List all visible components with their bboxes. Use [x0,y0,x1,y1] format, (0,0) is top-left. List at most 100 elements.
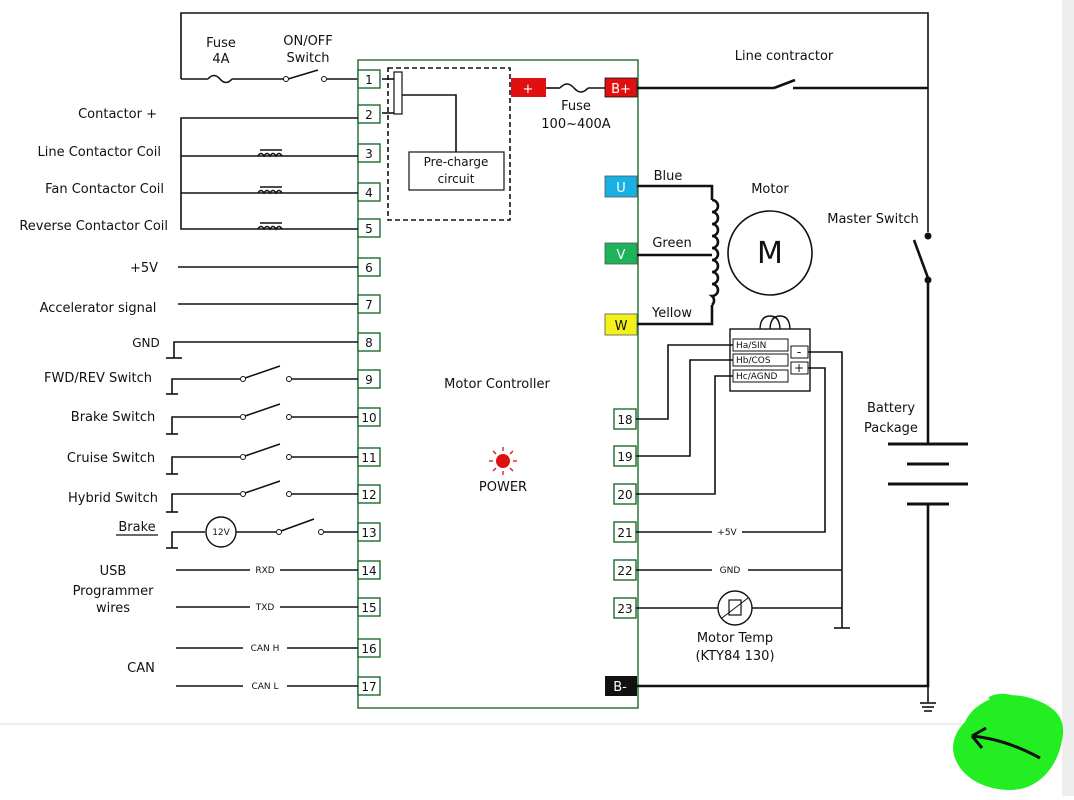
fan-coil-label: Fan Contactor Coil [45,182,164,197]
reverse-coil-symbol [257,222,283,231]
svg-text:13: 13 [361,526,376,540]
fuse-4a-symbol [207,74,233,84]
onoff-label: ON/OFF [283,34,333,49]
svg-text:Hb/COS: Hb/COS [736,356,771,366]
u-label: U [616,181,626,196]
u-phase-wire [637,184,714,200]
line-coil-symbol [257,149,283,158]
battery-label-2: Package [864,421,918,436]
pin-terminal: 5 [357,218,381,238]
svg-text:Ha/SIN: Ha/SIN [736,341,766,351]
sensor-minus-wire [808,351,843,628]
hybrid-switch: Hybrid Switch [68,480,358,513]
controller-title: Motor Controller [444,377,550,392]
switch-contact [283,76,289,82]
plus5v-label: +5V [130,261,158,276]
v-terminal [604,242,638,265]
plus-terminal-label: + [523,82,534,97]
svg-text:14: 14 [361,564,376,578]
sensor-gnd-label: GND [720,566,741,576]
can-label: CAN [127,661,155,676]
master-switch-label: Master Switch [827,212,919,227]
thermistor-icon [728,599,742,616]
pin-terminal: 16 [357,638,381,658]
main-fuse-rating: 100~400A [541,117,611,132]
svg-text:-: - [797,345,801,359]
pin-terminal: 15 [357,597,381,617]
sensor-gnd-label-bg [712,563,748,576]
power-led [489,447,517,475]
blue-label: Blue [654,169,683,184]
pin-terminal: 23 [613,597,637,619]
precharge-label: Pre-charge [424,155,489,169]
battery-symbol [888,442,968,506]
contactor-plus-label: Contactor + [78,107,157,122]
bplus-label: B+ [611,82,631,97]
svg-text:16: 16 [361,642,376,656]
contactor-common-wire [180,117,358,230]
left-pin-column: 1 2 3 4 5 6 7 8 9 10 11 12 13 14 15 16 1… [357,69,381,696]
svg-text:8: 8 [365,336,373,350]
pin-terminal: 13 [357,522,381,542]
right-pin-column: 18 19 20 21 22 23 [613,408,637,619]
svg-text:Brake: Brake [118,520,155,535]
svg-text:Brake Switch: Brake Switch [71,410,155,425]
reverse-coil-label: Reverse Contactor Coil [19,219,168,234]
can-l-label-bg [243,679,287,692]
w-label: W [615,319,628,334]
pin-terminal: 9 [357,369,381,389]
fan-coil-symbol [257,186,283,195]
motor-icon [727,210,813,296]
precharge-label-2: circuit [438,172,475,186]
hall-agnd-wire [636,375,733,495]
fuse-label: Fuse [206,36,236,51]
sensor-5v-wire [636,367,826,533]
motor-temp-label: Motor Temp [697,631,773,646]
pin-terminal: 12 [357,484,381,504]
power-label: POWER [479,480,527,495]
svg-text:9: 9 [365,373,373,387]
green-label: Green [652,236,691,251]
page-edge [1062,0,1074,796]
brake-switch: Brake Switch [71,403,358,435]
rxd-label-bg [250,563,280,576]
svg-text:21: 21 [617,526,632,540]
top-loop-wire [180,12,929,232]
svg-text:15: 15 [361,601,376,615]
arrow-icon [971,734,1041,760]
svg-text:19: 19 [617,450,632,464]
precharge-dashed-box [387,67,511,221]
svg-text:3: 3 [365,147,373,161]
wire-relay-precharge [402,94,457,152]
onoff-label-2: Switch [287,51,330,66]
svg-text:Hc/AGND: Hc/AGND [736,372,777,382]
pin-terminal: 17 [357,676,381,696]
svg-text:18: 18 [617,413,632,427]
fwd-rev-switch: FWD/REV Switch [44,365,358,395]
fuse-rating: 4A [212,52,229,67]
main-fuse-symbol [559,83,589,93]
switch-contact [321,76,327,82]
svg-text:4: 4 [365,186,373,200]
thermistor-slash [721,597,749,619]
precharge-relay [393,71,403,115]
onoff-switch-blade [287,69,319,80]
svg-text:+: + [794,361,804,375]
master-switch-blade [912,239,930,279]
sensor-5v-label: +5V [717,528,737,538]
pin-terminal: 4 [357,182,381,202]
yellow-label: Yellow [651,306,692,321]
can-l-label: CAN L [251,682,278,692]
hall-sin-wire [636,344,733,420]
usb-label: USB [100,564,127,579]
pin-terminal: 11 [357,447,381,467]
svg-text:11: 11 [361,451,376,465]
usb-label-3: wires [96,601,130,616]
pin-terminal: 6 [357,257,381,277]
usb-label-2: Programmer [73,584,155,599]
svg-text:Hybrid Switch: Hybrid Switch [68,491,158,506]
svg-text:2: 2 [365,108,373,122]
svg-text:17: 17 [361,680,376,694]
